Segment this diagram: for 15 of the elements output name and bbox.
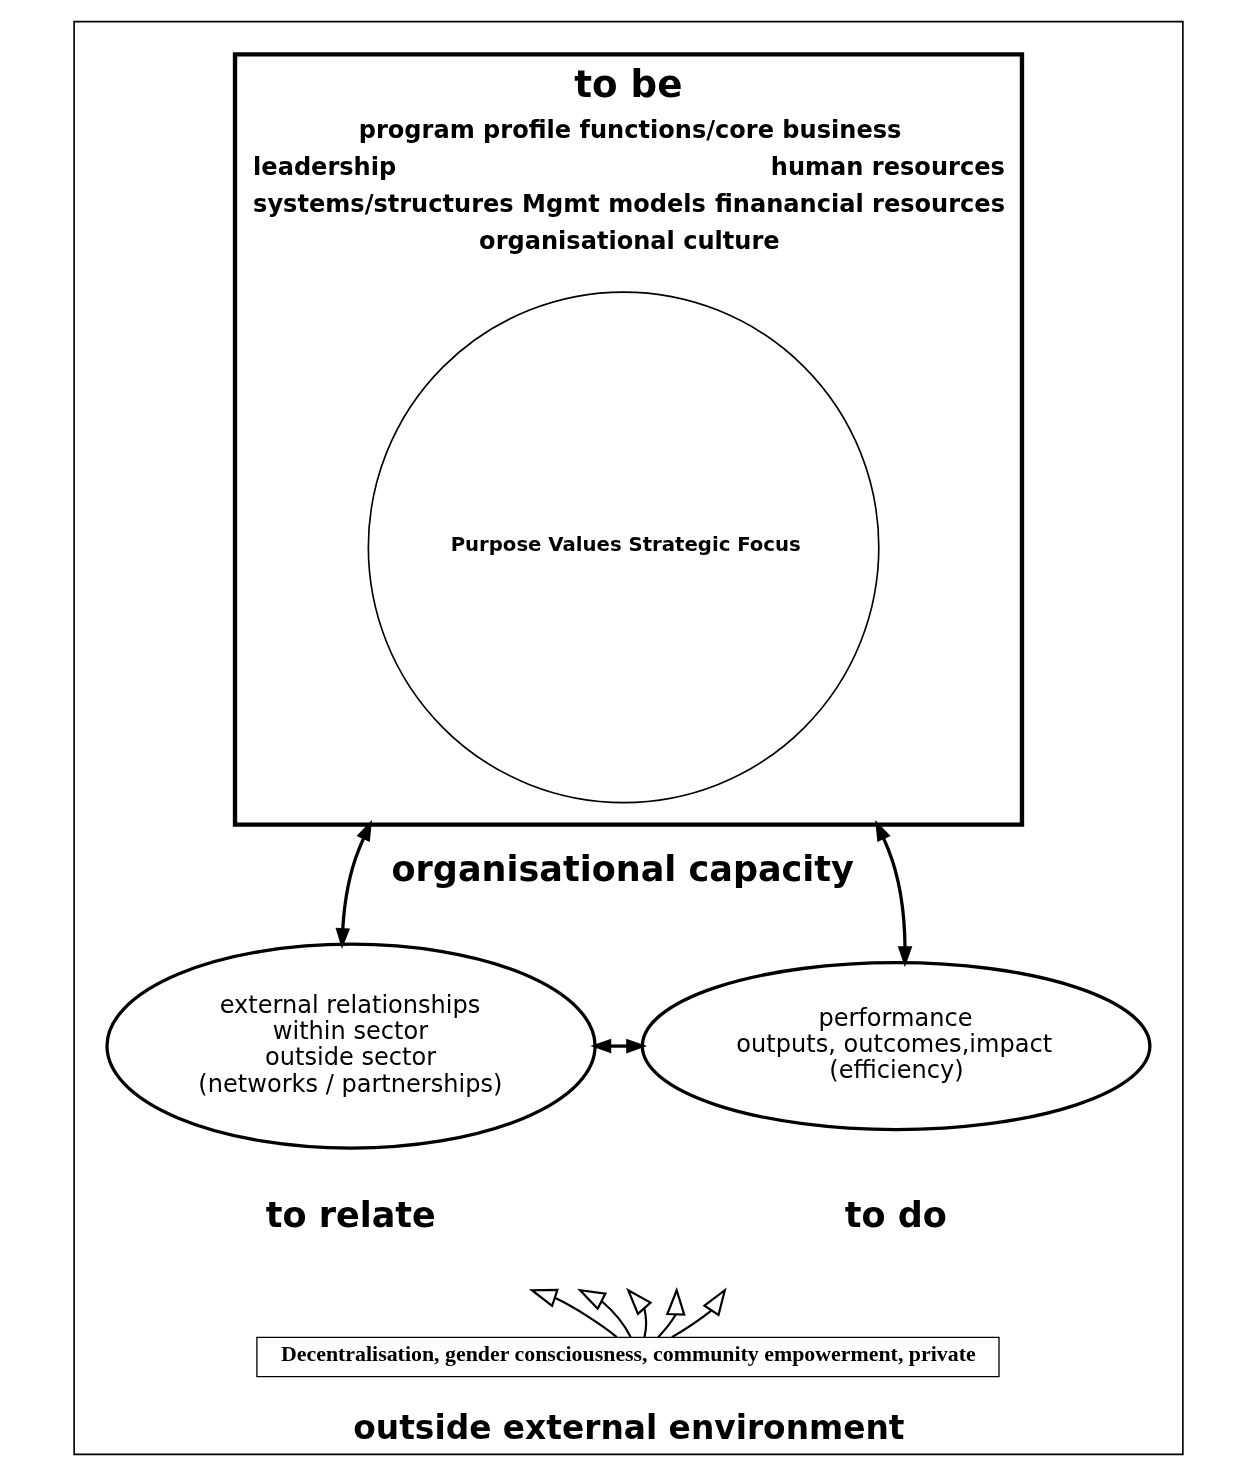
arrow	[589, 1038, 647, 1054]
arrow	[625, 1287, 652, 1338]
arrow	[576, 1288, 632, 1338]
arrow	[874, 820, 912, 968]
arrow	[656, 1286, 686, 1338]
node-circle: Purpose Values Strategic Focus	[367, 291, 880, 804]
arrow	[670, 1287, 727, 1339]
node-ellipse: performance outputs, outcomes,impact (efficiency)	[640, 961, 1152, 1132]
node-box: Decentralisation, gender consciousness, community empowerment, private	[255, 1336, 1000, 1378]
node-ellipse: external relationships within sector outside sector (networks / partnerships)	[104, 942, 597, 1150]
node-label: organisational capacity	[391, 848, 854, 890]
node-label: to do	[844, 1193, 947, 1235]
arrow	[335, 820, 372, 949]
arrow	[528, 1288, 617, 1338]
node-label: to relate	[265, 1193, 436, 1235]
